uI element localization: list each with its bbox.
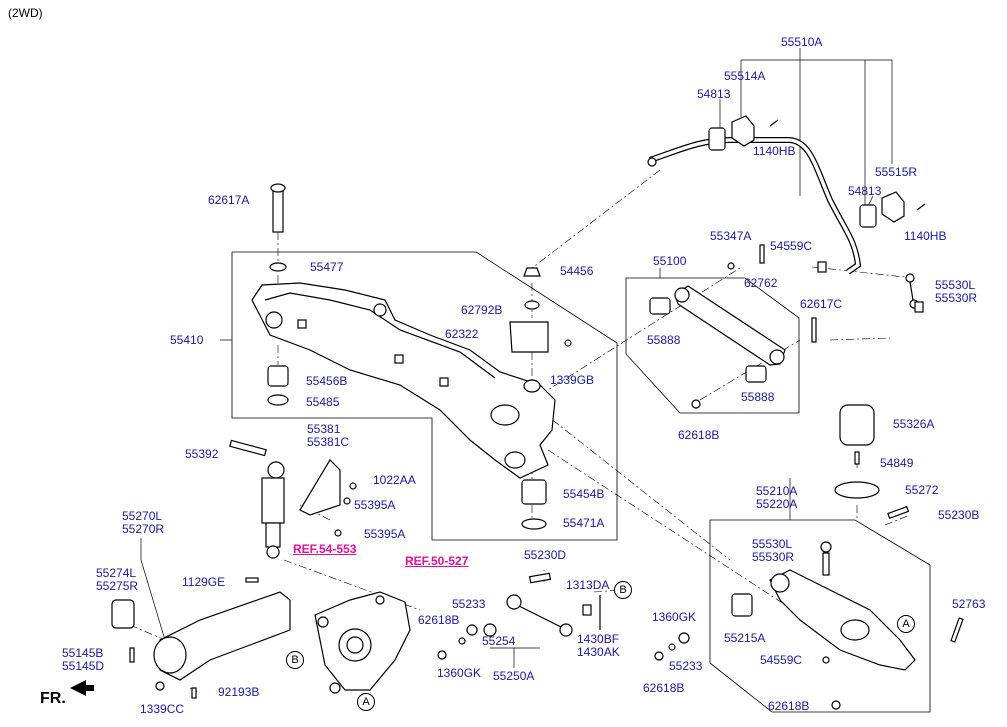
part-label-55514a[interactable]: 55514A [724, 69, 766, 83]
part-label-54813-left[interactable]: 54813 [697, 87, 731, 101]
part-label-55395a-lower[interactable]: 55395A [364, 527, 406, 541]
shock-absorber [229, 439, 357, 559]
part-label-1360gk-right[interactable]: 1360GK [652, 610, 697, 624]
part-label-55100[interactable]: 55100 [653, 254, 687, 268]
part-label-55888-left[interactable]: 55888 [647, 333, 681, 347]
part-label-55392[interactable]: 55392 [185, 447, 219, 461]
part-label-62322[interactable]: 62322 [445, 327, 479, 341]
part-label-62618b-right[interactable]: 62618B [643, 681, 685, 695]
frame-boxes [231, 251, 931, 713]
part-label-54849[interactable]: 54849 [880, 456, 914, 470]
part-label-55230d[interactable]: 55230D [524, 548, 567, 562]
part-label-1339gb[interactable]: 1339GB [550, 373, 595, 387]
part-label-55456b[interactable]: 55456B [306, 374, 348, 388]
part-label-62618b-left[interactable]: 62618B [418, 613, 460, 627]
part-label-1313da[interactable]: 1313DA [566, 578, 610, 592]
marker-a-right: A [897, 615, 915, 633]
front-direction-label: FR. [40, 690, 66, 707]
part-label-55381[interactable]: 55381 55381C [307, 422, 350, 449]
part-label-55145b[interactable]: 55145B 55145D [62, 646, 105, 673]
part-label-1339cc[interactable]: 1339CC [140, 702, 185, 716]
part-label-1129ge[interactable]: 1129GE [182, 575, 226, 589]
part-label-54456[interactable]: 54456 [560, 264, 594, 278]
part-label-55410[interactable]: 55410 [170, 333, 204, 347]
part-label-55395a-upper[interactable]: 55395A [354, 498, 396, 512]
part-label-55530l-bottom[interactable]: 55530L 55530R [752, 537, 795, 564]
part-label-55233-left[interactable]: 55233 [452, 597, 486, 611]
part-label-1140hb-left[interactable]: 1140HB [753, 144, 796, 158]
lower-link [437, 572, 601, 660]
leader-lines [140, 48, 893, 668]
part-label-62618b-bottom[interactable]: 62618B [768, 699, 810, 713]
part-label-92193b[interactable]: 92193B [218, 685, 260, 699]
part-label-55270l[interactable]: 55270L 55270R [122, 509, 165, 536]
part-label-62792b[interactable]: 62792B [461, 303, 503, 317]
part-label-62617a[interactable]: 62617A [208, 193, 250, 207]
part-label-55454b[interactable]: 55454B [563, 487, 605, 501]
part-label-1360gk-left[interactable]: 1360GK [437, 666, 482, 680]
part-label-55530l-top[interactable]: 55530L 55530R [935, 278, 978, 305]
part-label-62762[interactable]: 62762 [744, 276, 778, 290]
ref-link-50-527[interactable]: REF.50-527 [405, 554, 469, 568]
part-label-62617c[interactable]: 62617C [800, 297, 843, 311]
part-label-62618b-upper[interactable]: 62618B [678, 428, 720, 442]
part-label-1022aa[interactable]: 1022AA [373, 473, 416, 487]
part-label-55347a[interactable]: 55347A [710, 229, 752, 243]
part-label-55471a[interactable]: 55471A [563, 516, 605, 530]
part-label-52763[interactable]: 52763 [952, 597, 986, 611]
marker-b-left: B [286, 651, 304, 669]
part-label-1430bf[interactable]: 1430BF 1430AK [577, 632, 620, 659]
part-label-55210a[interactable]: 55210A 55220A [756, 484, 798, 511]
stabilizer-link [817, 261, 924, 313]
part-label-55233-right[interactable]: 55233 [669, 659, 703, 673]
upper-arm [649, 285, 786, 383]
crossmember [251, 282, 556, 479]
part-label-55250a[interactable]: 55250A [493, 669, 535, 683]
part-label-55888-right[interactable]: 55888 [741, 390, 775, 404]
trailing-arm [111, 577, 291, 699]
part-label-1140hb-right[interactable]: 1140HB [904, 229, 947, 243]
part-label-55326a[interactable]: 55326A [893, 417, 935, 431]
knuckle [314, 591, 411, 694]
part-label-55254[interactable]: 55254 [482, 634, 516, 648]
stabilizer-bar [647, 115, 926, 275]
part-label-55215a[interactable]: 55215A [724, 631, 766, 645]
marker-b-right: B [614, 581, 632, 599]
part-label-54559c-top[interactable]: 54559C [770, 239, 813, 253]
part-label-55510a[interactable]: 55510A [781, 35, 823, 49]
part-label-55515r[interactable]: 55515R [875, 165, 918, 179]
part-label-54813-right[interactable]: 54813 [848, 184, 882, 198]
part-label-55272[interactable]: 55272 [905, 483, 939, 497]
ref-link-54-553[interactable]: REF.54-553 [293, 542, 357, 556]
drive-type-header: (2WD) [8, 6, 43, 20]
lower-arm [654, 541, 964, 710]
marker-a-left: A [357, 693, 375, 711]
part-label-55477[interactable]: 55477 [310, 260, 344, 274]
front-arrow-icon [70, 680, 94, 696]
part-label-55485[interactable]: 55485 [306, 395, 340, 409]
small-parts [267, 183, 910, 530]
part-label-55274l[interactable]: 55274L 55275R [96, 566, 139, 593]
part-label-55230b[interactable]: 55230B [938, 508, 980, 522]
part-label-54559c-bottom[interactable]: 54559C [760, 653, 803, 667]
